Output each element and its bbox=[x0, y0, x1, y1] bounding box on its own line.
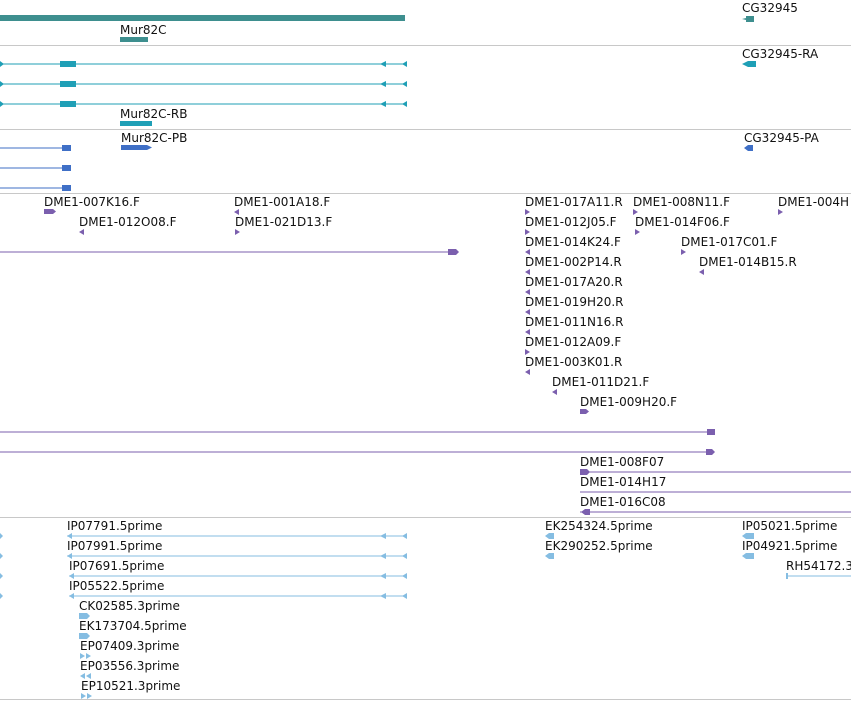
cdna-model bbox=[69, 573, 407, 579]
bac-end-label[interactable]: DME1-004H bbox=[778, 195, 850, 209]
cdna-model bbox=[67, 553, 407, 559]
bac-end-label[interactable]: DME1-011D21.F bbox=[552, 375, 650, 389]
protein-model bbox=[0, 185, 71, 191]
gene-feature-glyph[interactable] bbox=[742, 16, 754, 22]
protein-feature-glyph bbox=[121, 145, 147, 150]
bac-end-label[interactable]: DME1-016C08 bbox=[580, 495, 666, 509]
cdna-label[interactable]: IP07791.5prime bbox=[67, 519, 163, 533]
cdna-label[interactable]: EK173704.5prime bbox=[79, 619, 187, 633]
protein-label[interactable]: Mur82C-PB bbox=[121, 131, 188, 145]
bac-end-label[interactable]: DME1-021D13.F bbox=[235, 215, 333, 229]
divider-bottom bbox=[0, 699, 851, 700]
protein-model bbox=[0, 165, 71, 171]
bac-end-label[interactable]: DME1-017A11.R bbox=[525, 195, 623, 209]
bac-end-label[interactable]: DME1-001A18.F bbox=[234, 195, 331, 209]
cdna-label[interactable]: IP07691.5prime bbox=[69, 559, 165, 573]
divider-transcript-protein bbox=[0, 129, 851, 130]
cdna-label[interactable]: IP07991.5prime bbox=[67, 539, 163, 553]
cdna-label[interactable]: EP10521.3prime bbox=[81, 679, 181, 693]
protein-track-glyphs bbox=[0, 145, 753, 191]
cdna-label[interactable]: RH54172.3 bbox=[786, 559, 851, 573]
divider-protein-bac bbox=[0, 193, 851, 194]
transcript-label[interactable]: CG32945-RA bbox=[742, 47, 819, 61]
bac-end-label[interactable]: DME1-012O08.F bbox=[79, 215, 177, 229]
bac-end-label[interactable]: DME1-012A09.F bbox=[525, 335, 622, 349]
bac-end-label[interactable]: DME1-011N16.R bbox=[525, 315, 624, 329]
bac-end-label[interactable]: DME1-014B15.R bbox=[699, 255, 797, 269]
gene-track-glyphs bbox=[0, 15, 754, 42]
transcript-model bbox=[0, 81, 407, 87]
cdna-label[interactable]: EK290252.5prime bbox=[545, 539, 653, 553]
cdna-label[interactable]: EP03556.3prime bbox=[80, 659, 180, 673]
transcript-label[interactable]: Mur82C-RB bbox=[120, 107, 188, 121]
protein-model bbox=[0, 145, 71, 151]
bac-end-label[interactable]: DME1-017C01.F bbox=[681, 235, 778, 249]
transcript-feature-glyph bbox=[120, 121, 152, 126]
cdna-model bbox=[67, 533, 407, 539]
cdna-label[interactable]: EK254324.5prime bbox=[545, 519, 653, 533]
bac-end-label[interactable]: DME1-019H20.R bbox=[525, 295, 624, 309]
bac-end-label[interactable]: DME1-007K16.F bbox=[44, 195, 140, 209]
cdna-track-glyphs bbox=[0, 533, 851, 699]
bac-end-label[interactable]: DME1-002P14.R bbox=[525, 255, 622, 269]
gene-label[interactable]: Mur82C bbox=[120, 23, 167, 37]
gene-label[interactable]: CG32945 bbox=[742, 1, 798, 15]
transcript-feature-glyph bbox=[742, 61, 756, 67]
cdna-label[interactable]: IP05021.5prime bbox=[742, 519, 838, 533]
protein-label[interactable]: CG32945-PA bbox=[744, 131, 819, 145]
cdna-label[interactable]: IP04921.5prime bbox=[742, 539, 838, 553]
bac-end-track-glyphs bbox=[0, 209, 851, 515]
cdna-label[interactable]: CK02585.3prime bbox=[79, 599, 180, 613]
bac-end-label[interactable]: DME1-009H20.F bbox=[580, 395, 678, 409]
bac-end-label[interactable]: DME1-008N11.F bbox=[633, 195, 731, 209]
transcript-track-glyphs bbox=[0, 61, 756, 126]
bac-end-label[interactable]: DME1-014F06.F bbox=[635, 215, 730, 229]
bac-end-label[interactable]: DME1-008F07 bbox=[580, 455, 665, 469]
bac-end-label[interactable]: DME1-014K24.F bbox=[525, 235, 621, 249]
gene-feature-glyph[interactable] bbox=[120, 37, 148, 42]
protein-feature-glyph bbox=[744, 145, 753, 151]
bac-end-label[interactable]: DME1-003K01.R bbox=[525, 355, 623, 369]
divider-gene-transcript bbox=[0, 45, 851, 46]
cdna-label[interactable]: EP07409.3prime bbox=[80, 639, 180, 653]
transcript-model bbox=[0, 101, 407, 107]
divider-bac-cdna bbox=[0, 517, 851, 518]
gene-feature-bar[interactable] bbox=[0, 15, 405, 21]
cdna-model bbox=[69, 593, 407, 599]
bac-end-label[interactable]: DME1-017A20.R bbox=[525, 275, 623, 289]
cdna-label[interactable]: IP05522.5prime bbox=[69, 579, 165, 593]
bac-end-label[interactable]: DME1-012J05.F bbox=[525, 215, 617, 229]
transcript-model bbox=[0, 61, 407, 67]
bac-end-label[interactable]: DME1-014H17 bbox=[580, 475, 667, 489]
